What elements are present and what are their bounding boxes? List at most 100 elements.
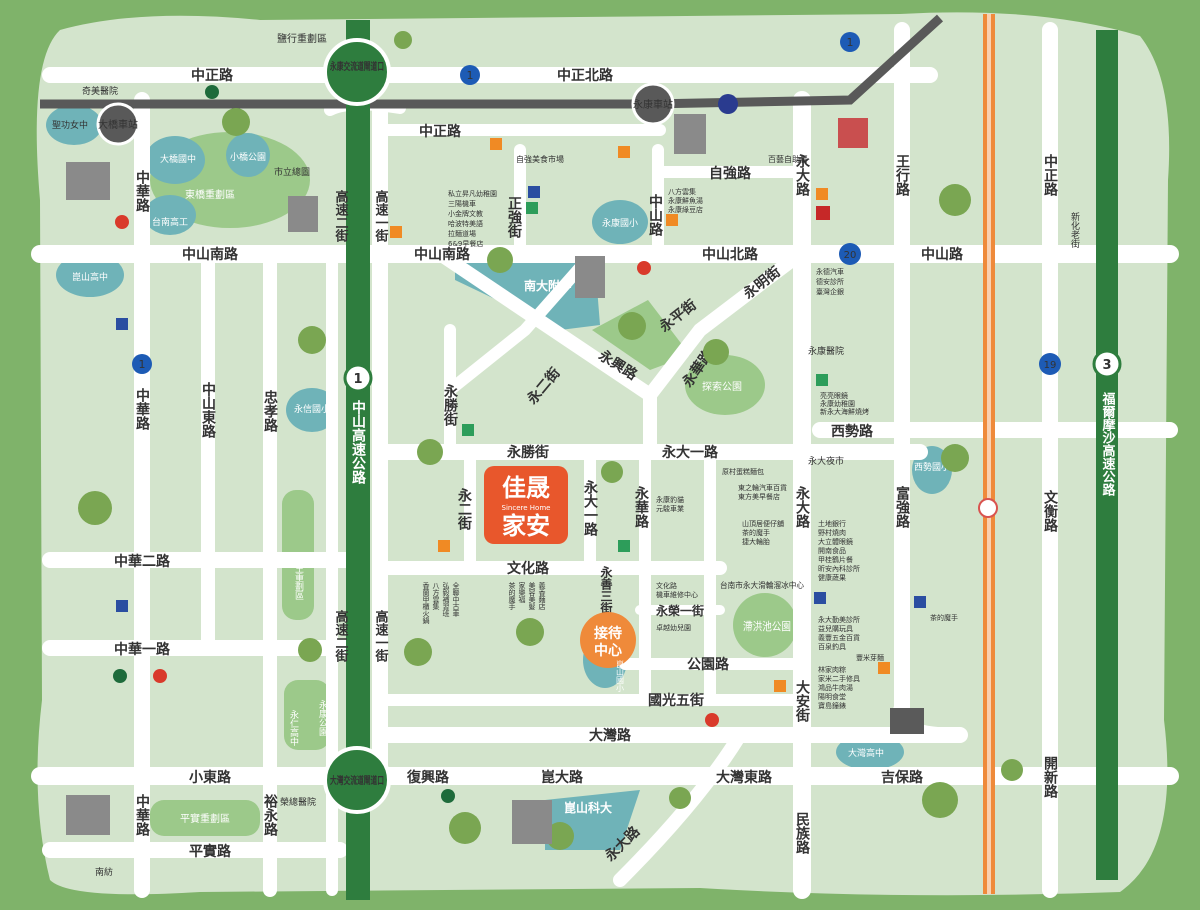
station-yongkang-label: 永康車站 bbox=[633, 98, 673, 111]
poi-n-school-5: 6&9早餐店 bbox=[448, 239, 483, 248]
route-shield-1b bbox=[840, 32, 860, 52]
sales-center-l2: 中心 bbox=[594, 642, 622, 659]
tree-icon bbox=[404, 638, 432, 666]
tree-icon bbox=[669, 787, 691, 809]
station-yongkang[interactable]: 永康車站 bbox=[631, 82, 675, 126]
road-yongrong: 永榮一街 bbox=[655, 603, 704, 618]
mcdonalds-icon bbox=[705, 713, 719, 727]
sales-center[interactable]: 接待 中心 bbox=[580, 612, 636, 668]
road-gongyuan: 公園路 bbox=[687, 656, 730, 673]
building-icon bbox=[66, 162, 110, 200]
pxmart-icon bbox=[116, 318, 128, 330]
seven-eleven-icon bbox=[438, 540, 450, 552]
road-zhongshan-south: 中山南路 bbox=[182, 246, 239, 263]
road-yongsheng-h: 永勝街 bbox=[506, 444, 549, 461]
road-jibao: 吉保路 bbox=[881, 769, 924, 786]
road-yongsheng-v: 永勝街 bbox=[442, 383, 459, 427]
seven-eleven-icon bbox=[390, 226, 402, 238]
road-guoguang: 國光五街 bbox=[648, 692, 704, 709]
place-dawan-high: 大灣高中 bbox=[848, 747, 884, 759]
route-shield-1c-label: 1 bbox=[139, 358, 146, 371]
road-zhongshan-highway: 中山高速公路 bbox=[350, 399, 366, 484]
poi-wenhua-w-2: 弘毅補習班 bbox=[442, 582, 450, 618]
poi-wenhua-w-3: 全聯中古車 bbox=[452, 581, 460, 618]
place-baigu: 百藝自助餐 bbox=[768, 154, 808, 164]
place-yongkang-park: 永康公園 bbox=[317, 699, 328, 737]
road-zhongshan-north: 中山北路 bbox=[702, 246, 759, 263]
poi-yongda-e-2: 東方美早餐店 bbox=[738, 492, 780, 501]
poi-yongda-r-4: 甲桂鶴片餐 bbox=[818, 555, 853, 564]
road-zhongxiao: 忠孝路 bbox=[262, 390, 279, 432]
place-tainan-high: 台南高工 bbox=[152, 216, 188, 228]
poi-n-school-0: 私立昇凡幼稚園 bbox=[448, 189, 497, 198]
seven-eleven-icon bbox=[878, 662, 890, 674]
road-xishi: 西勢路 bbox=[831, 423, 874, 440]
place-nanfang: 南紡 bbox=[95, 866, 113, 878]
road-pingshi: 平實路 bbox=[189, 843, 232, 860]
interchange-dawan[interactable]: 大灣交流道閘道口 bbox=[323, 746, 391, 814]
mcdonalds-icon bbox=[115, 215, 129, 229]
hwy-shield-1 bbox=[343, 363, 373, 393]
poi-yongda-s-3: 百泉釣具 bbox=[818, 642, 846, 651]
poi-wenhua-e2-1: 機車維修中心 bbox=[656, 590, 698, 599]
poi-yongkang-h-2: 新永大海鮮燒烤 bbox=[820, 407, 869, 416]
building-icon bbox=[674, 114, 706, 154]
road-gaosu2-top: 高速二街 bbox=[333, 189, 350, 243]
building-icon bbox=[512, 800, 552, 844]
tree-icon bbox=[298, 638, 322, 662]
road-zhonghua-v1: 中華路 bbox=[134, 169, 150, 212]
road-zhonghua-v3: 中華路 bbox=[134, 793, 150, 836]
rail-icon bbox=[718, 94, 738, 114]
road-wangxing: 王行路 bbox=[894, 154, 911, 196]
interchange-yongkang-label: 永康交流道閘道口 bbox=[329, 60, 384, 73]
station-daqiao-label: 大橋車站 bbox=[98, 118, 138, 131]
project-logo[interactable]: 佳晟 Sincere Home 家安 bbox=[484, 466, 568, 544]
place-yongxin: 永信國小 bbox=[294, 403, 330, 415]
familymart-icon bbox=[462, 424, 474, 436]
poi-wenhua-e-3: 義香麵店 bbox=[538, 581, 546, 611]
place-shizheng: 市立總圖 bbox=[274, 166, 310, 178]
seven-eleven-icon bbox=[816, 188, 828, 200]
route-shield-20-label: 20 bbox=[844, 250, 857, 261]
poi-wenhua-e-1: 家樂福 bbox=[518, 581, 526, 604]
poi-n-school-4: 拉麵道場 bbox=[448, 229, 476, 238]
poi-minzu-2: 鴻品牛肉湯 bbox=[818, 683, 853, 692]
poi-yongda-r-1: 野村燒肉 bbox=[818, 528, 846, 537]
pxmart-icon bbox=[116, 600, 128, 612]
poi-yongda-n-1: 德安診所 bbox=[816, 277, 844, 286]
seven-eleven-icon bbox=[666, 214, 678, 226]
tree-icon bbox=[78, 491, 112, 525]
building-icon bbox=[66, 795, 110, 835]
place-dongqiao: 東橋重劃區 bbox=[185, 188, 235, 201]
starbucks-icon bbox=[441, 789, 455, 803]
hwy-shield-3-label: 3 bbox=[1102, 358, 1111, 373]
poi-yongda-r-0: 土地銀行 bbox=[818, 519, 846, 528]
place-xinhua: 新化老街 bbox=[1069, 211, 1080, 249]
place-zhitu: 滯洪池公園 bbox=[743, 619, 791, 633]
tree-icon bbox=[1001, 759, 1023, 781]
road-kunda: 崑大路 bbox=[541, 769, 584, 786]
road-xiaodong: 小東路 bbox=[189, 769, 232, 786]
place-kunshan-tech: 崑山科大 bbox=[564, 800, 612, 815]
poi-yongkang-h-0: 亮亮眼鏡 bbox=[820, 391, 848, 400]
poi-yongda-e2-1: 茶的魔手 bbox=[742, 528, 770, 537]
road-zhonghua1: 中華一路 bbox=[114, 641, 171, 658]
place-yongkang-hosp: 永康醫院 bbox=[808, 345, 844, 357]
route-shield-19-label: 19 bbox=[1044, 360, 1057, 371]
station-daqiao[interactable]: 大橋車站 bbox=[96, 102, 140, 146]
place-shengong: 聖功女中 bbox=[52, 119, 88, 131]
poi-yongda-e-0: 原村蛋糕麵包 bbox=[722, 467, 764, 476]
brand-name-1: 佳晟 bbox=[502, 474, 550, 502]
road-formosa-highway: 福爾摩沙高速公路 bbox=[1100, 391, 1117, 496]
tree-icon bbox=[618, 312, 646, 340]
interchange-yongkang[interactable]: 永康交流道閘道口 bbox=[323, 38, 391, 106]
poi-n-school-1: 三陽機車 bbox=[448, 199, 476, 208]
building-icon bbox=[575, 256, 605, 298]
road-zhongshan-east-v: 中山東路 bbox=[200, 381, 216, 438]
poi-minzu-4: 寶島鐘錶 bbox=[818, 701, 846, 710]
place-kunshan-elem: 崑山國小 bbox=[616, 660, 625, 693]
tree-icon bbox=[222, 108, 250, 136]
tree-icon bbox=[941, 444, 969, 472]
tree-icon bbox=[449, 812, 481, 844]
road-zhongshan-east: 中山路 bbox=[921, 246, 964, 263]
